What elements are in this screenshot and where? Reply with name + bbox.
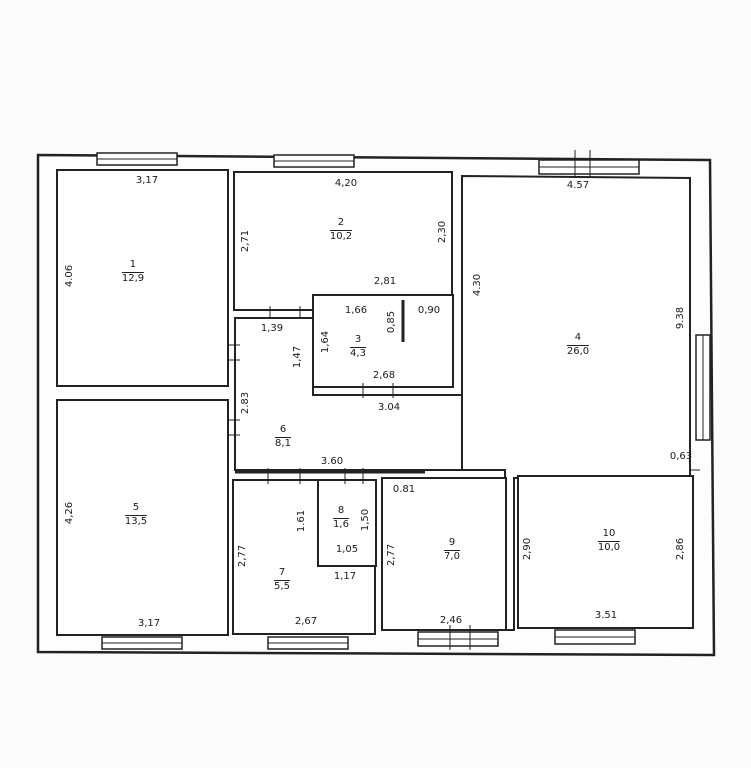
- dim-room-7-height: 2,77: [237, 544, 248, 568]
- dim-hall-height: 2.83: [240, 391, 251, 415]
- room-9-label: 9 7,0: [444, 537, 460, 563]
- room-1-area: 12,9: [121, 272, 145, 284]
- dim-room-4-left-height: 4.30: [472, 273, 483, 297]
- dim-room-7-upper-height: 1.61: [296, 509, 307, 533]
- dim-room-10-right-height: 2,86: [675, 537, 686, 561]
- room-2-outline: [233, 171, 453, 311]
- dim-room-3-height: 1,64: [320, 330, 331, 354]
- dim-room-9-width: 2,46: [439, 615, 463, 626]
- room-4-label: 4 26,0: [566, 332, 590, 358]
- dim-room-2-bottom-width: 2,81: [373, 276, 397, 287]
- room-10-number: 10: [597, 528, 621, 542]
- room-9-outline: [381, 477, 507, 631]
- room-9-area: 7,0: [444, 550, 460, 562]
- dim-partition-offset: 0.81: [392, 484, 416, 495]
- room-7-number: 7: [274, 567, 290, 581]
- room-4-number: 4: [566, 332, 590, 346]
- room-9-number: 9: [444, 537, 460, 551]
- room-5-label: 5 13,5: [124, 502, 148, 528]
- room-3-outline: [312, 294, 454, 388]
- dim-room-2-width: 4,20: [334, 178, 358, 189]
- room-10-area: 10,0: [597, 541, 621, 553]
- room-1-label: 1 12,9: [121, 259, 145, 285]
- dim-room-2-left-height: 2,71: [240, 229, 251, 253]
- dim-wall-offset: 0,63: [669, 451, 693, 462]
- dim-room-2-right-height: 2,30: [437, 220, 448, 244]
- room-10-outline: [517, 475, 694, 629]
- room-4-area: 26,0: [566, 345, 590, 357]
- dim-hall-upper-height: 1,47: [292, 345, 303, 369]
- dim-room-4-right-height: 9.38: [675, 306, 686, 330]
- dim-hall-width: 3.60: [320, 456, 344, 467]
- room-5-number: 5: [124, 502, 148, 516]
- dim-room-7-width: 2,67: [294, 616, 318, 627]
- room-6-outline: [234, 317, 463, 471]
- dim-room-3-niche-width: 0,90: [417, 305, 441, 316]
- room-1-outline: [56, 169, 229, 387]
- dim-room-1-height: 4.06: [64, 264, 75, 288]
- dim-room-3-outer-width: 3.04: [377, 402, 401, 413]
- dim-room-5-width: 3,17: [137, 618, 161, 629]
- room-8-label: 8 1,6: [333, 505, 349, 531]
- dim-room-10-left-height: 2,90: [522, 537, 533, 561]
- room-8-outline: [317, 479, 377, 567]
- dim-room-4-width: 4.57: [566, 180, 590, 191]
- dim-room-10-width: 3.51: [594, 610, 618, 621]
- room-1-number: 1: [121, 259, 145, 273]
- room-8-area: 1,6: [333, 518, 349, 530]
- room-3-label: 3 4,3: [350, 334, 366, 360]
- room-2-area: 10,2: [329, 230, 353, 242]
- dim-room-3-width: 1,66: [344, 305, 368, 316]
- dim-room-8-width: 1,05: [335, 544, 359, 555]
- dim-room-8-height: 1,50: [360, 508, 371, 532]
- room-7-label: 7 5,5: [274, 567, 290, 593]
- dim-room-3-bottom-width: 2,68: [372, 370, 396, 381]
- room-3-number: 3: [350, 334, 366, 348]
- room-3-area: 4,3: [350, 347, 366, 359]
- room-5-outline: [56, 399, 229, 636]
- room-6-number: 6: [275, 424, 291, 438]
- dim-room-1-width: 3,17: [135, 175, 159, 186]
- room-8-number: 8: [333, 505, 349, 519]
- dim-room-9-height: 2,77: [386, 543, 397, 567]
- dim-room-5-height: 4,26: [64, 501, 75, 525]
- room-5-area: 13,5: [124, 515, 148, 527]
- dim-room-3-niche-depth: 0,85: [386, 310, 397, 334]
- room-6-label: 6 8,1: [275, 424, 291, 450]
- room-2-number: 2: [329, 217, 353, 231]
- room-10-label: 10 10,0: [597, 528, 621, 554]
- room-6-area: 8,1: [275, 437, 291, 449]
- room-2-label: 2 10,2: [329, 217, 353, 243]
- dim-hall-upper-width: 1,39: [260, 323, 284, 334]
- room-7-area: 5,5: [274, 580, 290, 592]
- dim-room-7-lower-width: 1,17: [333, 571, 357, 582]
